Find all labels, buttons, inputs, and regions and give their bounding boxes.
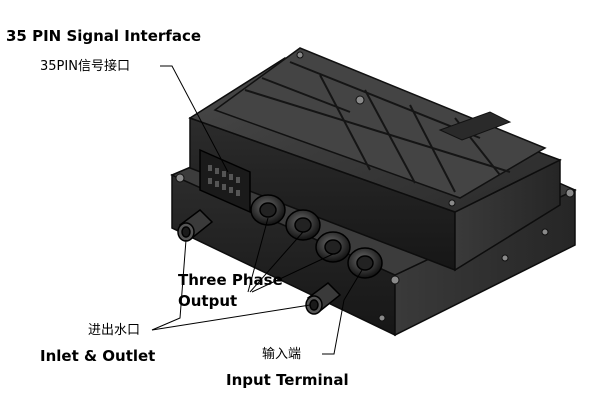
leader-phase-v	[249, 231, 304, 293]
water-nozzles	[177, 209, 342, 315]
input-terminal-label-en: Input Terminal	[226, 371, 349, 389]
signal-interface-label-en: 35 PIN Signal Interface	[6, 27, 202, 45]
input-terminal-label-cn: 输入端	[262, 347, 302, 362]
signal-interface-label-cn: 35PIN信号接口	[40, 59, 130, 74]
water-outlet-nozzle	[305, 282, 342, 315]
input-terminal-gland	[347, 247, 383, 279]
lid-label-plate	[438, 111, 512, 141]
leader-input	[322, 269, 363, 355]
leader-lines	[151, 65, 363, 355]
water-inlet-nozzle	[177, 209, 214, 242]
three-phase-glands	[250, 194, 351, 263]
signal-connector	[199, 148, 251, 214]
water-port-label-cn: 进出水口	[88, 323, 141, 338]
three-phase-label-line2: Output	[178, 292, 238, 310]
signal-connector-pins	[208, 165, 240, 196]
leader-water-outlet	[151, 304, 311, 331]
water-port-label-en: Inlet & Outlet	[40, 347, 156, 365]
three-phase-label-line1: Three Phase	[178, 271, 283, 289]
lid-cover	[213, 47, 547, 199]
housing-bolts	[175, 51, 575, 322]
leader-water-inlet	[151, 239, 187, 331]
leader-phase-w	[251, 253, 334, 293]
controller-housing	[170, 47, 577, 337]
leader-phase-u	[247, 217, 269, 293]
leader-signal	[160, 65, 229, 173]
